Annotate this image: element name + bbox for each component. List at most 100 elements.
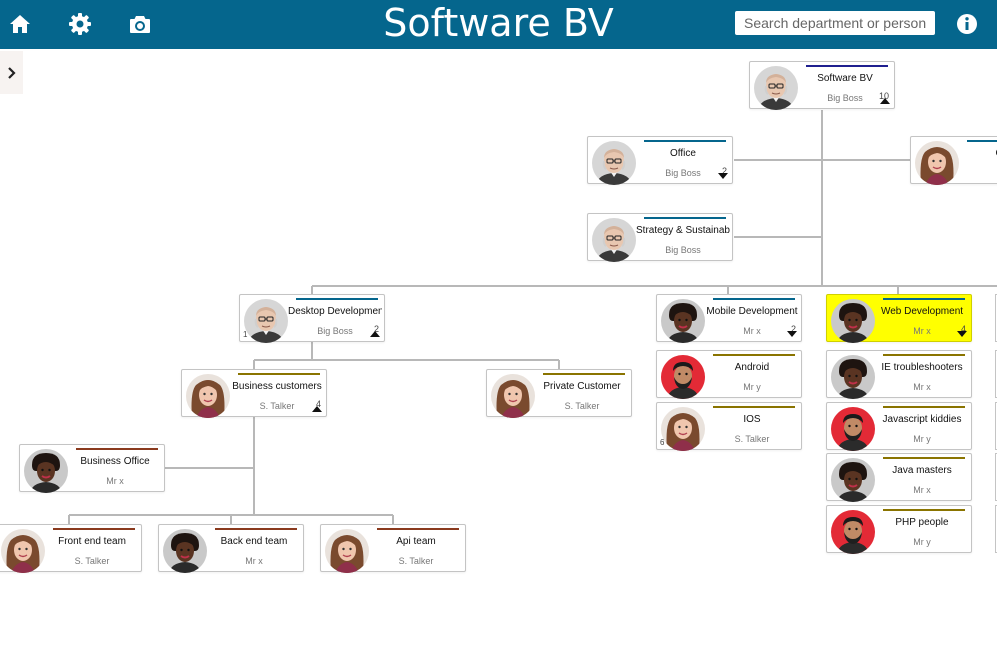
org-node-ie[interactable]: IE troubleshooters Mr x xyxy=(826,350,972,399)
color-bar xyxy=(713,298,795,300)
avatar xyxy=(592,218,636,262)
org-node-strategy[interactable]: Strategy & SustainabilityBig Boss xyxy=(587,213,733,262)
node-name: Com xyxy=(959,148,997,159)
node-name: IE troubleshooters xyxy=(881,362,963,373)
avatar xyxy=(325,529,369,573)
color-bar xyxy=(53,528,135,530)
child-count: 2 xyxy=(790,324,796,334)
collapse-triangle-icon[interactable] xyxy=(370,331,380,337)
avatar xyxy=(661,355,705,399)
node-name: Java masters xyxy=(892,465,952,476)
expand-triangle-icon[interactable] xyxy=(957,331,967,337)
expand-triangle-icon[interactable] xyxy=(718,173,728,179)
org-node-bizoffice[interactable]: Business Office Mr x xyxy=(19,444,165,493)
color-bar xyxy=(883,457,965,459)
home-icon[interactable] xyxy=(6,10,34,38)
color-bar xyxy=(644,140,726,142)
sidebar-toggle-button[interactable] xyxy=(0,51,23,94)
color-bar xyxy=(806,65,888,67)
node-name: Web Development xyxy=(880,306,964,317)
avatar xyxy=(244,299,288,343)
connector-lines xyxy=(68,110,997,524)
node-manager: Big Boss xyxy=(665,168,701,178)
org-node-php[interactable]: PHP people Mr y xyxy=(826,505,972,554)
node-name: Strategy & Sustainability xyxy=(636,225,730,236)
node-manager: S. Talker xyxy=(259,401,295,411)
avatar xyxy=(1,529,45,573)
avatar xyxy=(661,407,705,451)
avatar xyxy=(186,374,230,418)
node-name: IOS xyxy=(743,414,761,425)
avatar xyxy=(831,407,875,451)
level-number: 6 xyxy=(660,438,665,447)
node-manager: Mr x xyxy=(106,476,124,486)
org-node-ios[interactable]: IOS S. Talker 6 xyxy=(656,402,802,451)
avatar xyxy=(592,141,636,185)
collapse-triangle-icon[interactable] xyxy=(880,98,890,104)
color-bar xyxy=(644,217,726,219)
node-name: Desktop Development xyxy=(288,306,382,317)
color-bar xyxy=(76,448,158,450)
node-manager: S. Talker xyxy=(734,434,770,444)
avatar xyxy=(163,529,207,573)
color-bar xyxy=(883,509,965,511)
color-bar xyxy=(238,373,320,375)
node-name: Business Office xyxy=(80,456,150,467)
node-manager: Mr y xyxy=(913,537,931,547)
camera-icon[interactable] xyxy=(126,10,154,38)
avatar xyxy=(754,66,798,110)
collapse-triangle-icon[interactable] xyxy=(312,406,322,412)
color-bar xyxy=(215,528,297,530)
offscreen-node-edge xyxy=(995,505,997,553)
node-name: Private Customer xyxy=(543,381,621,392)
top-bar: Software BV xyxy=(0,0,997,49)
org-node-backend[interactable]: Back end team Mr x xyxy=(158,524,304,573)
offscreen-node-edge xyxy=(995,402,997,450)
node-manager: Big Boss xyxy=(317,326,353,336)
avatar xyxy=(831,299,875,343)
avatar xyxy=(831,458,875,502)
node-name: Software BV xyxy=(817,73,873,84)
gear-icon[interactable] xyxy=(66,10,94,38)
color-bar xyxy=(883,406,965,408)
node-name: Javascript kiddies xyxy=(882,414,962,425)
org-node-java[interactable]: Java masters Mr x xyxy=(826,453,972,502)
node-name: Back end team xyxy=(220,536,288,547)
color-bar xyxy=(883,354,965,356)
search-input[interactable] xyxy=(735,11,935,35)
child-count: 10 xyxy=(878,91,889,101)
node-manager: Mr x xyxy=(913,485,931,495)
node-manager: Mr y xyxy=(743,382,761,392)
offscreen-node-edge xyxy=(995,350,997,398)
avatar xyxy=(24,449,68,493)
avatar xyxy=(831,355,875,399)
info-icon[interactable] xyxy=(953,10,981,38)
org-node-android[interactable]: Android Mr y xyxy=(656,350,802,399)
org-node-api[interactable]: Api team S. Talker xyxy=(320,524,466,573)
node-name: Api team xyxy=(396,536,436,547)
node-manager: S. Talker xyxy=(398,556,434,566)
node-manager: S. Talker xyxy=(74,556,110,566)
child-count: 4 xyxy=(315,399,321,409)
color-bar xyxy=(713,406,795,408)
node-name: Android xyxy=(734,362,770,373)
node-name: PHP people xyxy=(895,517,949,528)
expand-triangle-icon[interactable] xyxy=(787,331,797,337)
node-manager: Mr x xyxy=(913,382,931,392)
child-count: 2 xyxy=(373,324,379,334)
node-manager: S xyxy=(959,168,997,178)
node-name: Mobile Development xyxy=(706,306,798,317)
child-count: 4 xyxy=(960,324,966,334)
node-manager: Mr x xyxy=(245,556,263,566)
org-node-com[interactable]: ComS xyxy=(910,136,997,185)
